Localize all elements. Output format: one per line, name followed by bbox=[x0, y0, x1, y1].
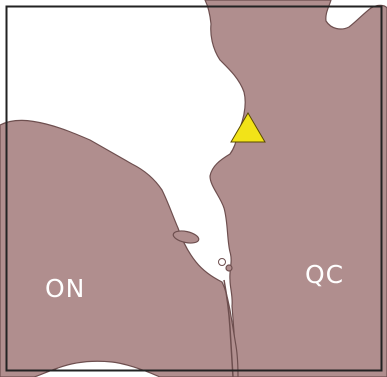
ontario-land[interactable] bbox=[0, 119, 239, 377]
small-island[interactable] bbox=[172, 229, 200, 245]
label-quebec: QC bbox=[305, 260, 344, 289]
map-border bbox=[5, 5, 383, 372]
label-ontario: ON bbox=[45, 274, 85, 303]
small-lake bbox=[218, 258, 226, 266]
location-marker-triangle-icon[interactable] bbox=[230, 112, 266, 143]
provincial-border bbox=[223, 279, 234, 377]
quebec-land[interactable] bbox=[204, 0, 387, 377]
tiny-islet bbox=[225, 264, 233, 272]
